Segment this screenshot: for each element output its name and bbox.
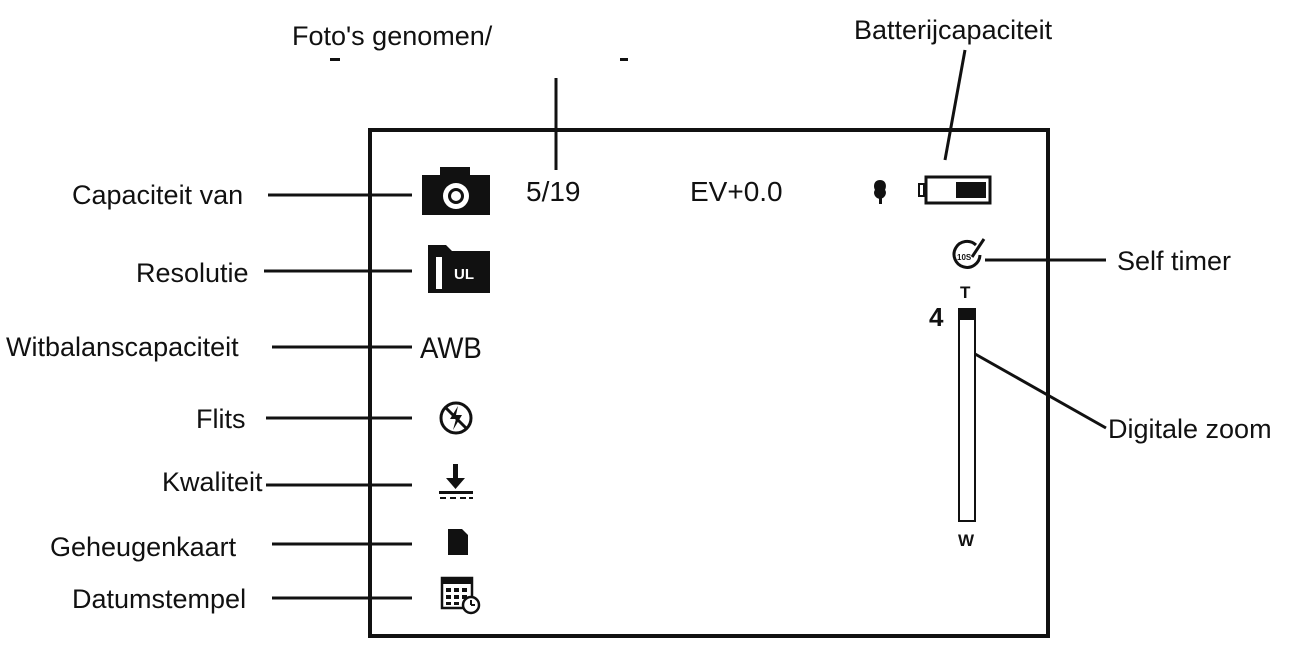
zoom-bar	[958, 308, 976, 522]
quality-icon	[439, 464, 473, 499]
leader-battery	[943, 49, 967, 161]
flash-off-icon	[439, 401, 473, 435]
label-photos-taken: Foto's genomen/	[292, 21, 493, 51]
label-battery: Batterijcapaciteit	[854, 15, 1053, 45]
zoom-bottom-label: W	[958, 531, 975, 550]
battery-icon	[918, 175, 992, 205]
label-quality: Kwaliteit	[162, 467, 263, 497]
label-memory-card: Geheugenkaart	[50, 532, 237, 562]
label-flash: Flits	[196, 404, 246, 434]
ev-value: EV+0.0	[690, 176, 783, 207]
zoom-top-label: T	[960, 283, 971, 302]
label-resolution: Resolutie	[136, 258, 249, 288]
leader-zoom	[967, 348, 1107, 430]
label-white-balance: Witbalanscapaciteit	[6, 332, 239, 362]
self-timer-icon: 10S	[950, 237, 988, 273]
label-self-timer: Self timer	[1117, 246, 1232, 276]
zoom-bar-fill	[960, 310, 974, 320]
camera-icon	[422, 167, 490, 215]
label-date-stamp: Datumstempel	[72, 584, 247, 614]
camera-screen	[368, 128, 1050, 638]
label-digital-zoom: Digitale zoom	[1108, 414, 1272, 444]
memory-card-icon	[448, 529, 468, 555]
shot-count: 5/19	[526, 176, 581, 207]
resolution-badge: UL	[454, 266, 474, 283]
resolution-icon: UL	[426, 243, 492, 295]
label-capacity: Capaciteit van	[72, 180, 244, 210]
macro-icon	[874, 180, 886, 204]
faint-dash	[330, 58, 340, 61]
zoom-value: 4	[929, 302, 944, 332]
date-stamp-icon	[440, 576, 481, 615]
self-timer-badge: 10S	[957, 253, 972, 262]
white-balance-value: AWB	[420, 332, 482, 365]
faint-dash	[620, 58, 628, 61]
